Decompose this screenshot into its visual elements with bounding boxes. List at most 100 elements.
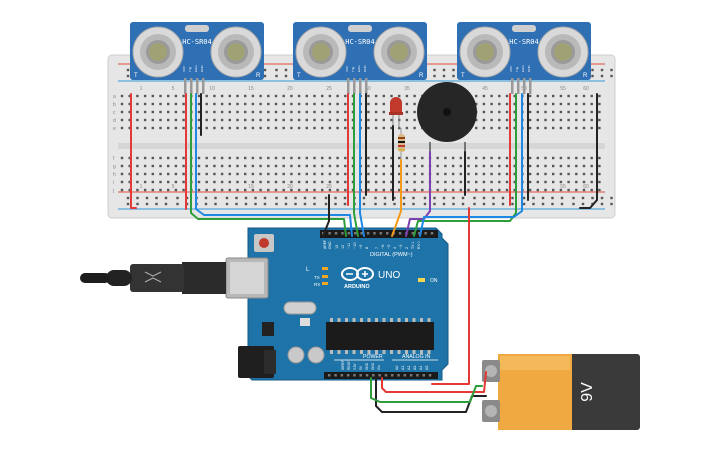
pin-label: 4 [393,247,397,249]
sensor-pin-label: GND [363,65,367,73]
sensor-t-label: T [461,73,465,79]
col-number: 20 [287,184,293,190]
dc-power-jack [238,346,276,378]
row-label-a: a [113,94,116,100]
sensor-pin-label: Echo [194,65,198,72]
pin-label: 13 [335,245,339,249]
col-number: 55 [560,86,566,92]
wire-green [190,93,347,237]
row-label-i: i [113,180,114,186]
usb-connector [225,257,269,299]
wire-green [353,93,359,237]
red-led [389,97,403,128]
col-number: 45 [482,86,488,92]
led-label-rx: RX [314,282,320,287]
breadboard: a b c d e f g h i j 1 5 10 15 20 25 30 3… [107,54,616,219]
row-label-c: c [113,110,116,116]
wire-black [579,93,598,209]
sensor-pin-label: Echo [357,65,361,72]
row-label-g: g [113,164,116,170]
wire-black [322,194,330,237]
sensor-pin-label: VCC [182,65,186,72]
pin-label: A4 [419,366,423,370]
row-label-j: j [112,188,114,194]
col-number: 20 [287,86,293,92]
row-label-h: h [113,172,116,178]
sensor-pin-label: GND [527,65,531,73]
power-analog-header [324,372,438,379]
col-number: 5 [172,86,175,92]
col-number: 55 [560,184,566,190]
col-number: 1 [140,86,143,92]
digital-header [320,230,438,238]
pin-label: ~11 [347,243,351,249]
col-number: 15 [248,86,254,92]
pin-label: GND [365,362,369,370]
pin-label: RX 0 [417,241,421,249]
pin-label: 12 [341,245,345,249]
pin-label: GND [328,241,332,249]
led-label-l: L [306,267,310,273]
usb-cable [80,262,226,294]
power-label: POWER [363,354,383,360]
pin-label: IOREF [341,360,345,370]
arduino-model: UNO [378,270,400,281]
pin-label: A2 [407,366,411,370]
reset-button[interactable] [254,234,274,252]
digital-label: DIGITAL (PWM~) [370,252,413,258]
col-number: 25 [326,184,332,190]
sensor-pin-label: Echo [521,65,525,72]
pin-label: A5 [425,366,429,370]
sensor-pin-label: GND [200,65,204,73]
col-number: 60 [583,86,589,92]
wire-green [413,93,517,237]
pin-label: RESET [347,359,351,370]
sensor-pin-label: VCC [345,65,349,72]
sensor-r-label: R [583,73,588,79]
analog-label: ANALOG IN [402,354,431,360]
sensor-label: HC-SR04 [509,38,539,46]
small-component [300,318,310,326]
piezo-buzzer [417,82,477,152]
wire-blue [195,93,353,237]
wire-red [130,93,137,209]
pin-label: ~3 [399,245,403,249]
breadboard-holes [120,94,601,192]
sensor-pin-label: Trig [351,67,355,72]
sensor-label: HC-SR04 [182,38,212,46]
arduino-brand: ARDUINO [344,284,370,290]
capacitors [287,346,325,364]
wire-orange [391,159,402,237]
pin-label: A3 [413,366,417,370]
arduino-uno-board: AREF GND 13 12 ~11 ~10 ~9 8 7 ~6 ~5 4 ~3… [80,227,449,381]
pin-label: Vin [377,365,381,370]
col-number: 1 [140,184,143,190]
wire-black [375,377,487,413]
row-label-e: e [113,126,116,132]
col-number: 35 [404,86,410,92]
atmega-chip [326,318,434,354]
col-number: 15 [248,184,254,190]
row-label-f: f [113,156,115,162]
pin-label: 3.3V [353,363,357,370]
wire-blue [419,93,523,237]
sensor-label: HC-SR04 [345,38,375,46]
col-number: 10 [209,86,215,92]
pin-label: 5V [359,365,363,370]
small-ic [262,322,274,336]
pin-label: ~10 [353,243,357,249]
row-label-b: b [113,102,116,108]
col-number: 60 [583,184,589,190]
battery-label: 9V [579,382,596,402]
pin-label: A0 [395,366,399,370]
wire-blue [359,93,365,237]
row-labels: a b c d e f g h i j [112,94,116,194]
pin-label: A1 [401,366,405,370]
crystal-oscillator [283,301,317,315]
sensor-r-label: R [256,73,261,79]
sensor-pin-label: Trig [188,67,192,72]
pin-label: ~6 [381,245,385,249]
pin-label: 8 [365,247,369,249]
